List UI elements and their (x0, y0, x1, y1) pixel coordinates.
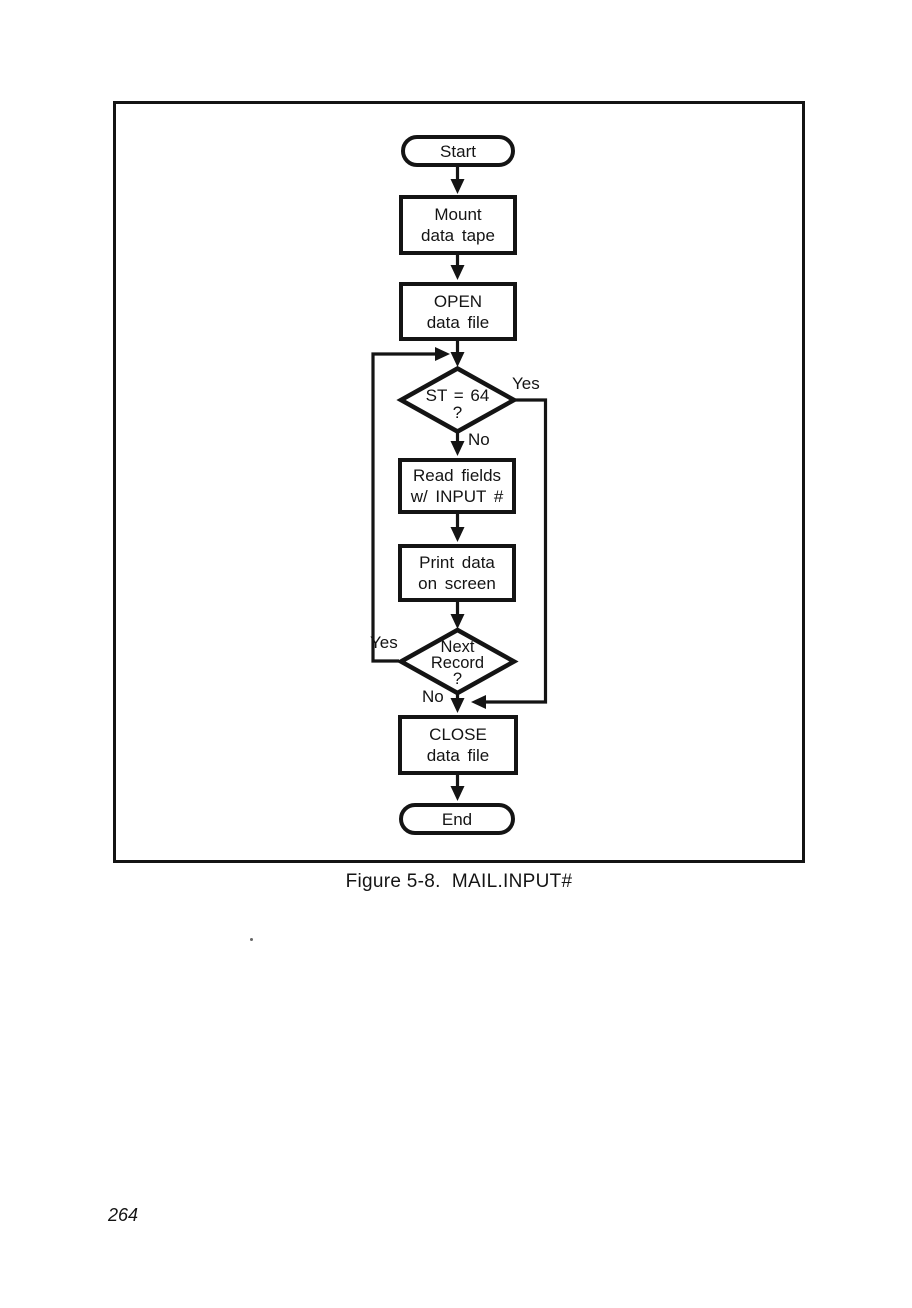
node-label-line: w/ INPUT # (410, 487, 504, 506)
branch-label-next-yes: Yes (370, 633, 398, 652)
terminator-end: End (399, 803, 515, 835)
node-label-line: Next (440, 638, 475, 656)
node-label-line: OPEN (433, 291, 483, 311)
node-label-line: ST = 64 (425, 386, 490, 405)
process-print-data: Print data on screen (398, 544, 516, 602)
process-open-data-file: OPEN data file (399, 282, 517, 341)
figure-caption: Figure 5-8. MAIL.INPUT# (345, 871, 573, 892)
node-label-line: Read fields (412, 466, 502, 485)
node-label-line: data tape (421, 226, 495, 245)
process-close-data-file: CLOSE data file (398, 715, 518, 775)
scan-speck (250, 938, 253, 941)
process-mount-data-tape: Mount data tape (399, 195, 517, 255)
node-label-line: ? (452, 403, 463, 422)
branch-label-st-yes: Yes (512, 374, 540, 393)
node-label-line: data file (426, 746, 490, 765)
node-label-line: Record (430, 654, 485, 672)
page-number: 264 (108, 1205, 139, 1225)
node-label-line: Print data (419, 553, 495, 572)
decision-label-next-record: Next Record ? (405, 638, 510, 688)
node-label-line: End (441, 809, 473, 829)
branch-label-next-no: No (422, 687, 444, 706)
process-read-fields: Read fields w/ INPUT # (398, 458, 516, 514)
decision-label-st: ST = 64 ? (405, 387, 510, 421)
node-label-line: Mount (434, 205, 482, 224)
node-label-line: Start (440, 141, 476, 161)
branch-label-st-no: No (468, 430, 490, 449)
node-label-line: on screen (418, 574, 496, 593)
node-label-line: data file (426, 312, 490, 332)
node-label-line: CLOSE (429, 725, 487, 744)
node-label-line: ? (452, 670, 463, 688)
terminator-start: Start (401, 135, 515, 167)
